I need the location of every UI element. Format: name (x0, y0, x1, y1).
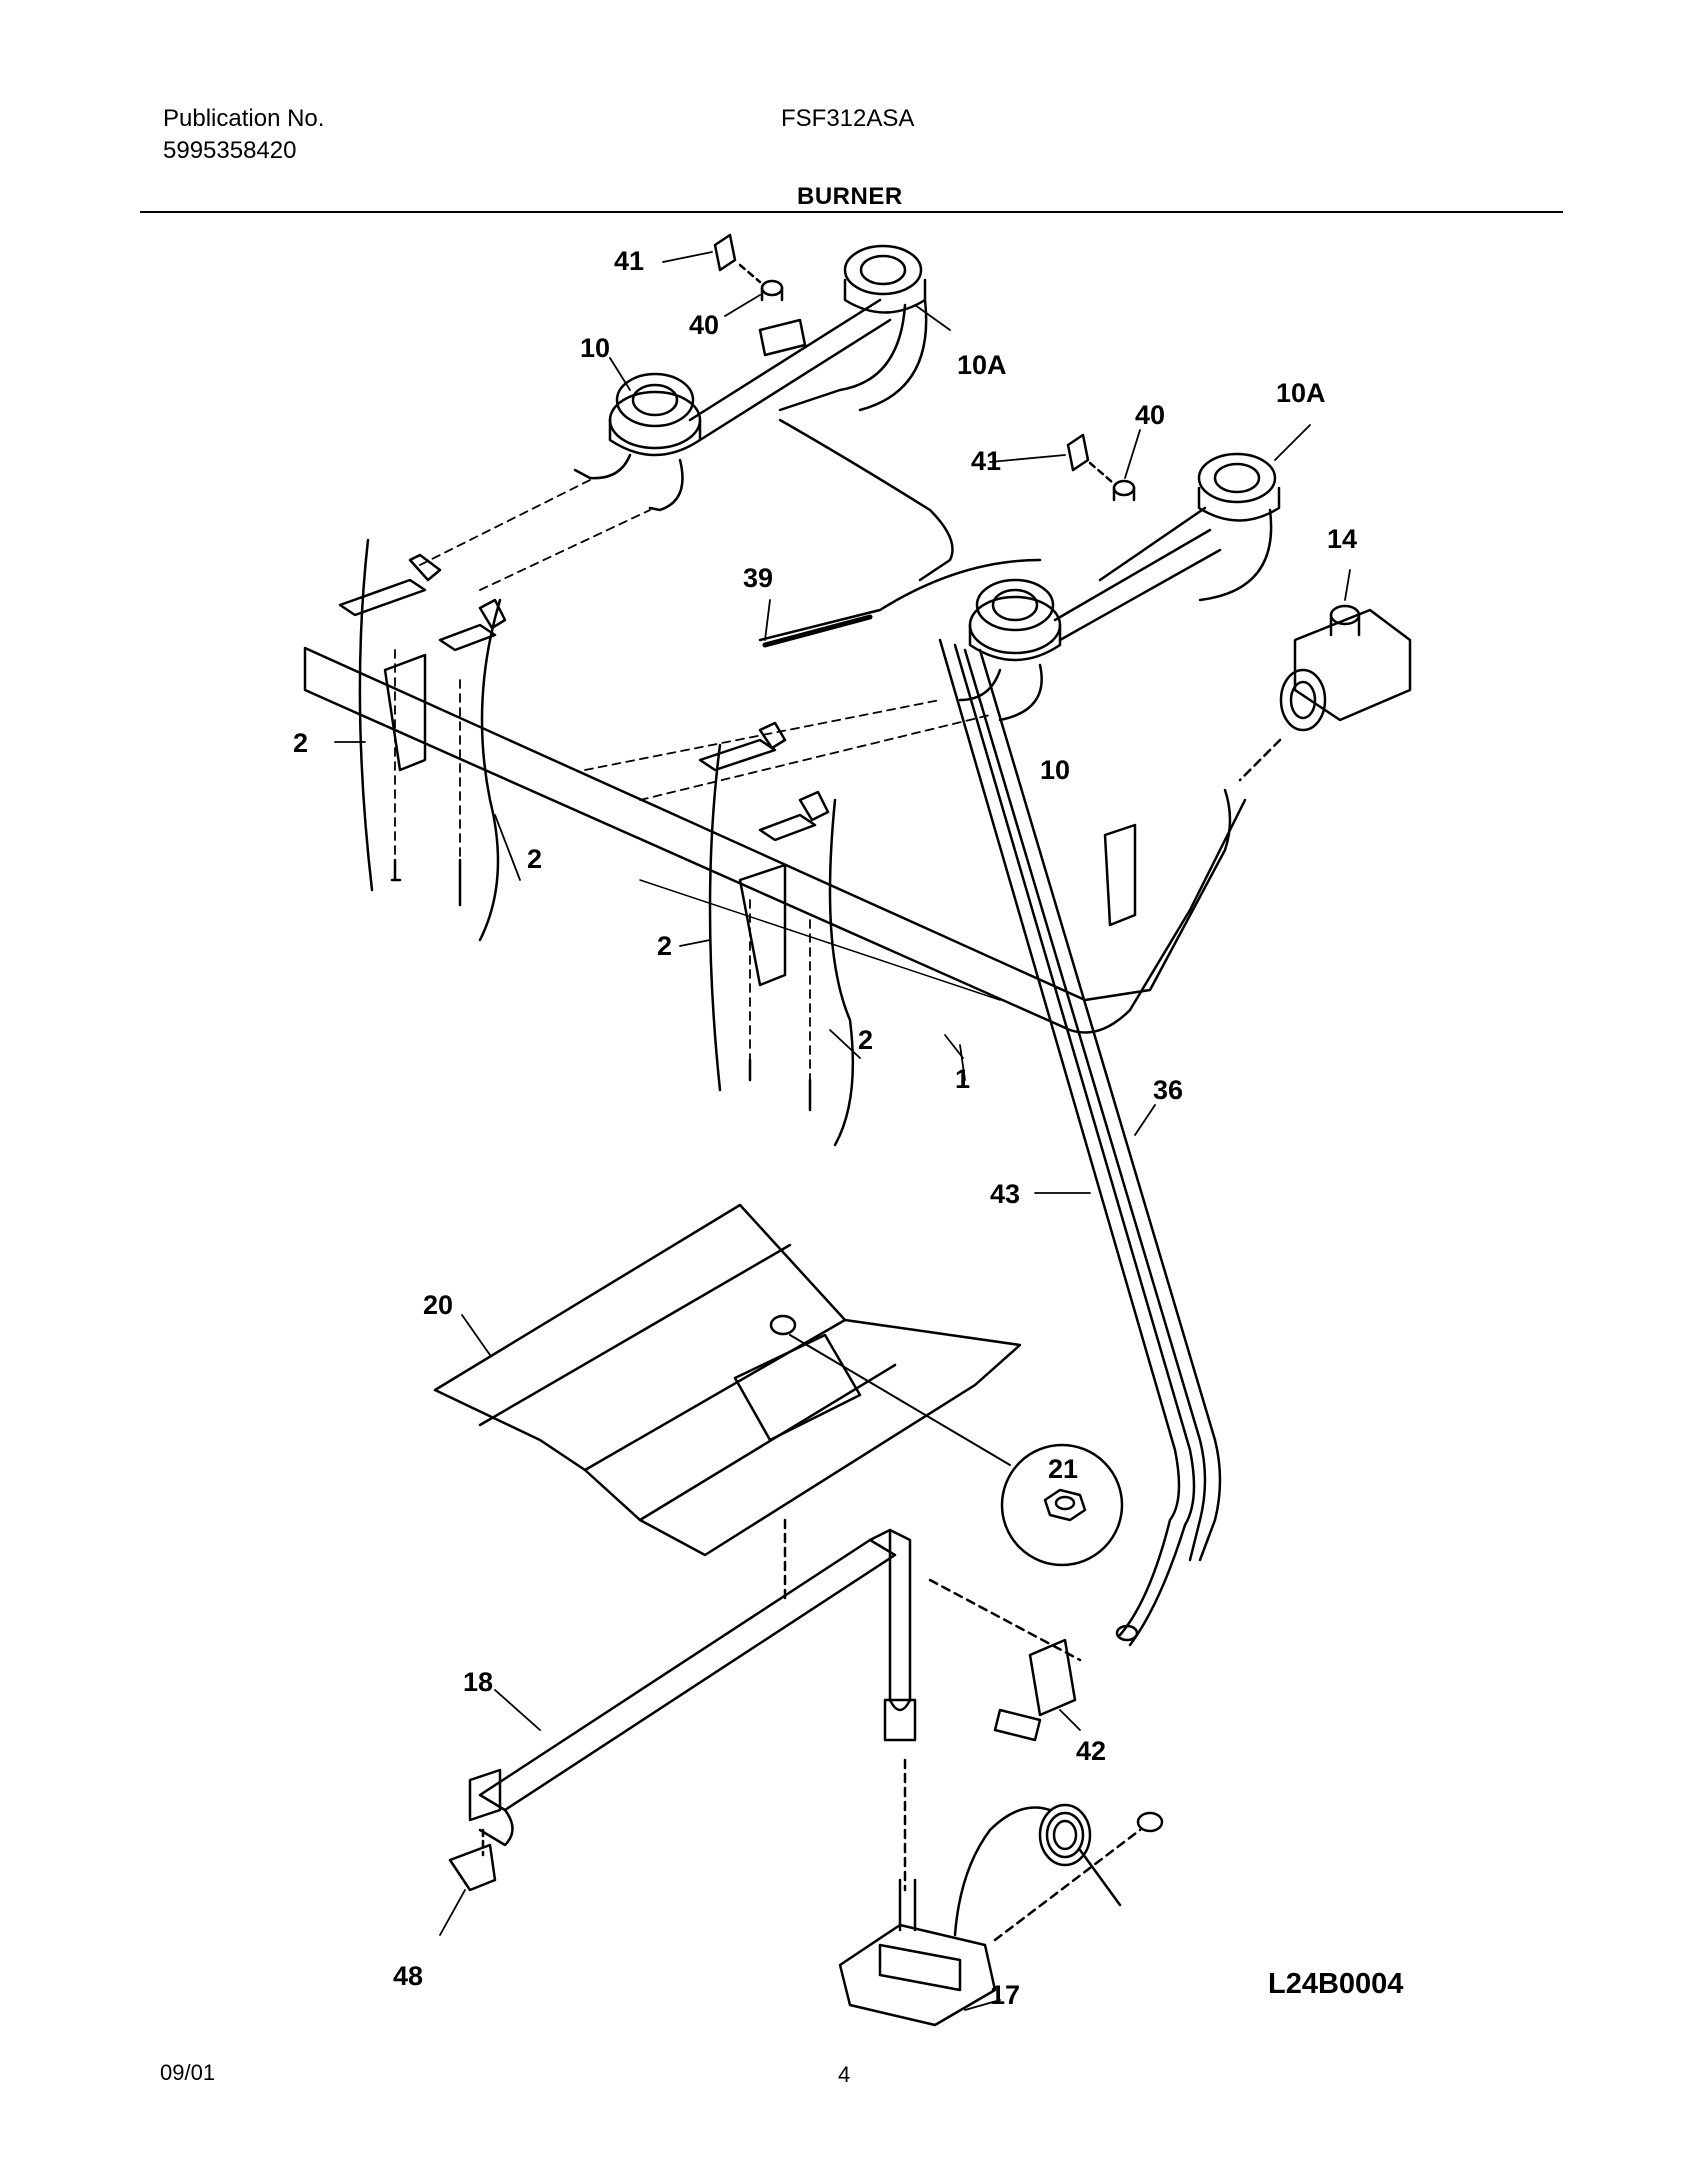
safety-valve-14 (1238, 604, 1412, 782)
tubes-36-43 (938, 638, 1222, 1647)
callout-17: 17 (990, 1980, 1020, 2010)
callout-48: 48 (393, 1961, 423, 1991)
callout-40-upper: 40 (689, 310, 719, 340)
burner-10A-upper (778, 244, 928, 412)
callout-2-mid: 2 (527, 844, 542, 874)
page-number: 4 (838, 2062, 851, 2087)
burner-10-upper (573, 298, 892, 512)
callout-21: 21 (1048, 1454, 1078, 1484)
bracket-41-upper (713, 233, 807, 357)
thermo-lead-upper (778, 418, 954, 582)
callout-1: 1 (955, 1064, 970, 1094)
heat-shield-20 (433, 1203, 1022, 1557)
manifold-brackets (383, 653, 1137, 1112)
callout-43: 43 (990, 1179, 1020, 1209)
publication-label: Publication No. (163, 105, 325, 132)
thermostat-17 (838, 1758, 1164, 2027)
valve-assemblies-left (338, 538, 855, 1147)
callout-10-upper: 10 (580, 333, 610, 363)
nut-21 (733, 1314, 1124, 1567)
callout-40-lower: 40 (1135, 400, 1165, 430)
burner-10A-lower (1098, 452, 1281, 602)
bracket-41-lower (1066, 433, 1136, 502)
callout-42: 42 (1076, 1736, 1106, 1766)
footer-date: 09/01 (160, 2060, 216, 2085)
callout-39: 39 (743, 563, 773, 593)
alignment-lines-upper (394, 479, 991, 1091)
section-title: BURNER (797, 183, 903, 210)
callout-2-right: 2 (858, 1025, 873, 1055)
publication-number: 5995358420 (163, 137, 297, 164)
callout-2-lower: 2 (657, 931, 672, 961)
lead-39 (758, 558, 1042, 642)
burner-10-lower (958, 528, 1222, 722)
callout-36: 36 (1153, 1075, 1183, 1105)
callout-41-upper: 41 (614, 246, 644, 276)
callout-2-left: 2 (293, 728, 308, 758)
manifold-pipe (303, 646, 1247, 1034)
header-rule (140, 211, 1563, 213)
callout-10-lower: 10 (1040, 755, 1070, 785)
igniter-42 (928, 1578, 1139, 1742)
callout-10A-lower: 10A (1276, 378, 1326, 408)
diagram-code: L24B0004 (1268, 1968, 1404, 2000)
callout-20: 20 (423, 1290, 453, 1320)
callout-10A-upper: 10A (957, 350, 1007, 380)
oven-burner-18 (468, 1518, 917, 1847)
callout-41-lower: 41 (971, 446, 1001, 476)
callout-18: 18 (463, 1667, 493, 1697)
model-number: FSF312ASA (781, 105, 915, 132)
bracket-48 (448, 1828, 497, 1892)
callout-leaders (334, 251, 1351, 2011)
callout-14: 14 (1327, 524, 1357, 554)
